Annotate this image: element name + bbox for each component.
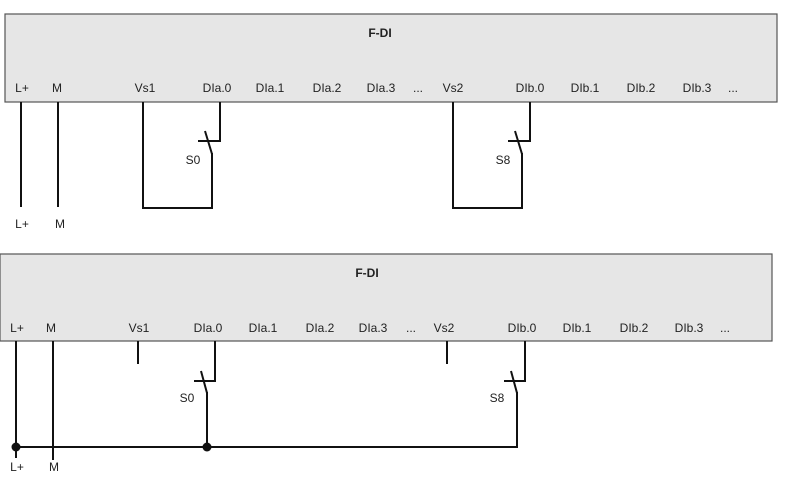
supply-label: L+ xyxy=(10,460,24,474)
terminal-label: DIb.1 xyxy=(563,321,592,335)
terminal-label: DIb.2 xyxy=(620,321,649,335)
terminal-label: ... xyxy=(720,321,730,335)
terminal-label: DIa.0 xyxy=(203,81,232,95)
terminal-label: DIa.3 xyxy=(367,81,396,95)
junction-dot xyxy=(202,442,212,452)
switch-s8-contact xyxy=(514,130,523,155)
terminal-label: M xyxy=(52,81,62,95)
wire-dib0 xyxy=(508,102,531,142)
terminal-label: ... xyxy=(406,321,416,335)
wire-dib0 xyxy=(504,341,526,382)
terminal-label: Vs2 xyxy=(434,321,455,335)
terminal-label: DIa.2 xyxy=(306,321,335,335)
wire-vs2-loop xyxy=(452,102,523,209)
terminal-label: DIb.1 xyxy=(571,81,600,95)
module-title: F-DI xyxy=(355,266,378,280)
terminal-label: Vs1 xyxy=(129,321,150,335)
terminal-label: DIa.1 xyxy=(249,321,278,335)
wire-vs1-loop xyxy=(142,102,213,209)
switch-label: S0 xyxy=(180,391,195,405)
switch-label: S8 xyxy=(490,391,505,405)
terminal-label: DIb.0 xyxy=(516,81,545,95)
terminal-label: Vs1 xyxy=(135,81,156,95)
switch-s0-contact xyxy=(200,370,208,394)
f-di-module xyxy=(0,253,773,342)
terminal-label: L+ xyxy=(15,81,29,95)
wire-common-supply xyxy=(16,392,518,448)
terminal-label: DIb.3 xyxy=(675,321,704,335)
terminal-label: DIb.2 xyxy=(627,81,656,95)
terminal-label: M xyxy=(46,321,56,335)
terminal-label: L+ xyxy=(10,321,24,335)
switch-s8-contact xyxy=(510,370,518,394)
switch-label: S8 xyxy=(496,153,511,167)
wire-dia0 xyxy=(194,341,216,382)
switch-label: S0 xyxy=(186,153,201,167)
terminal-label: Vs2 xyxy=(443,81,464,95)
junction-dot xyxy=(11,442,21,452)
supply-label: M xyxy=(49,460,59,474)
diagram-external-sensor-supply: F-DI L+ M Vs1 DIa.0 DIa.1 DIa.2 DIa.3 ..… xyxy=(4,13,778,231)
terminal-label: ... xyxy=(728,81,738,95)
supply-label: L+ xyxy=(15,217,29,231)
terminal-label: DIa.3 xyxy=(359,321,388,335)
terminal-label: DIa.1 xyxy=(256,81,285,95)
terminal-label: DIa.0 xyxy=(194,321,223,335)
terminal-label: DIa.2 xyxy=(313,81,342,95)
diagram-direct-supply: F-DI L+ M Vs1 DIa.0 DIa.1 DIa.2 DIa.3 ..… xyxy=(0,253,773,474)
wire-dia0 xyxy=(198,102,221,142)
supply-label: M xyxy=(55,217,65,231)
module-title: F-DI xyxy=(368,26,391,40)
switch-s0-contact xyxy=(204,130,213,155)
terminal-label: DIb.0 xyxy=(508,321,537,335)
terminal-label: ... xyxy=(413,81,423,95)
f-di-module xyxy=(4,13,778,103)
terminal-label: DIb.3 xyxy=(683,81,712,95)
